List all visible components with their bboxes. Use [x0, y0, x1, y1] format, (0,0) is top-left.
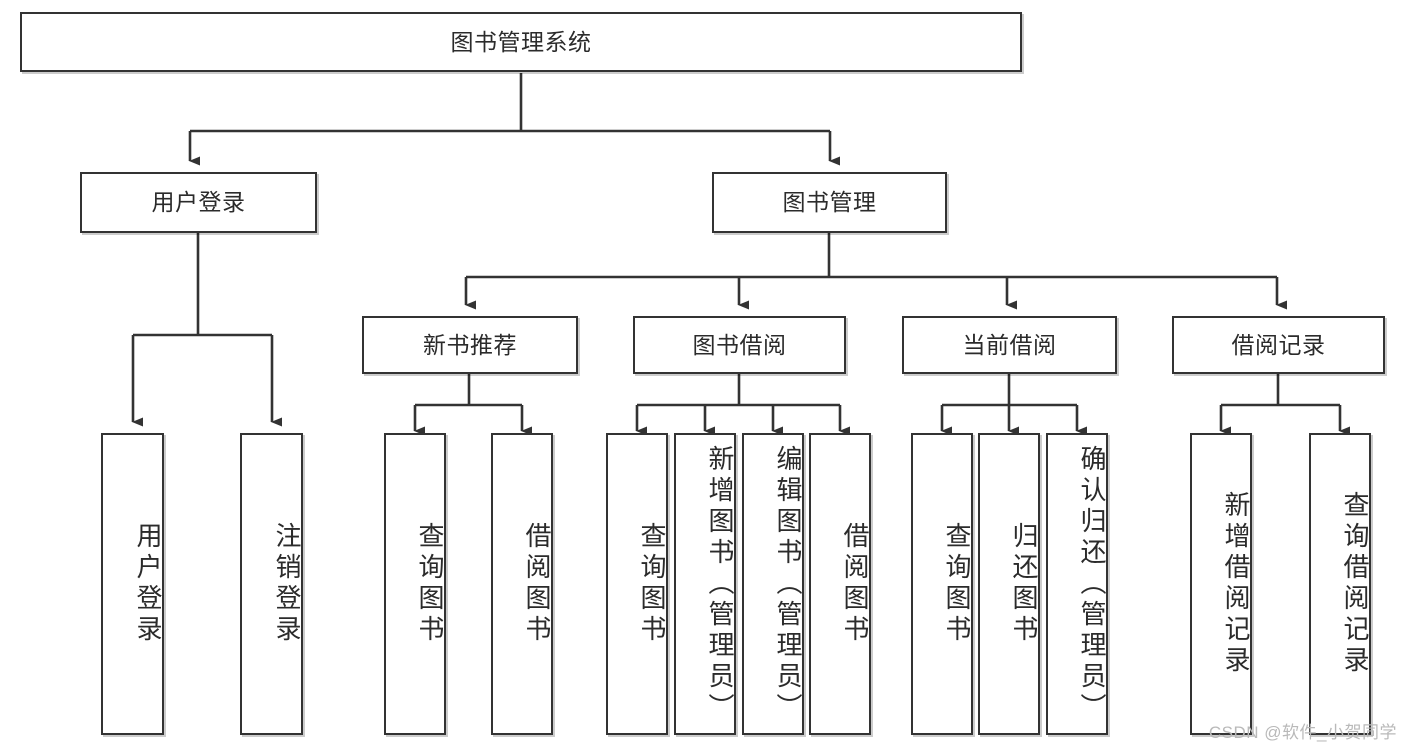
leaf-query-book-3-label: 查询图书	[942, 522, 972, 646]
leaf-return-book[interactable]: 归还图书	[978, 433, 1040, 735]
leaf-add-book[interactable]: 新增图书（管理员）	[674, 433, 736, 735]
leaf-edit-book[interactable]: 编辑图书（管理员）	[742, 433, 804, 735]
leaf-query-book-2-label: 查询图书	[637, 522, 667, 646]
node-book-manage[interactable]: 图书管理	[712, 172, 947, 233]
node-book-manage-label: 图书管理	[782, 189, 877, 216]
node-book-borrow[interactable]: 图书借阅	[633, 316, 846, 374]
leaf-query-record-label: 查询借阅记录	[1340, 491, 1370, 677]
leaf-confirm-return[interactable]: 确认归还（管理员）	[1046, 433, 1108, 735]
node-current-borrow-label: 当前借阅	[962, 331, 1057, 358]
leaf-user-login[interactable]: 用户登录	[101, 433, 164, 735]
leaf-return-book-label: 归还图书	[1009, 522, 1039, 646]
leaf-query-book-3[interactable]: 查询图书	[911, 433, 973, 735]
leaf-add-record-label: 新增借阅记录	[1221, 491, 1251, 677]
node-user-login[interactable]: 用户登录	[80, 172, 317, 233]
leaf-borrow-book-2-label: 借阅图书	[840, 522, 870, 646]
leaf-query-book-1-label: 查询图书	[415, 522, 445, 646]
node-root[interactable]: 图书管理系统	[20, 12, 1022, 72]
leaf-add-record[interactable]: 新增借阅记录	[1190, 433, 1252, 735]
leaf-user-login-label: 用户登录	[133, 522, 163, 646]
node-new-book-rec[interactable]: 新书推荐	[362, 316, 578, 374]
leaf-logout[interactable]: 注销登录	[240, 433, 303, 735]
node-user-login-label: 用户登录	[151, 189, 246, 216]
watermark: CSDN @软件_小贺同学	[1208, 723, 1397, 742]
leaf-logout-label: 注销登录	[272, 522, 302, 646]
leaf-confirm-return-label: 确认归还（管理员）	[1077, 445, 1107, 724]
node-current-borrow[interactable]: 当前借阅	[902, 316, 1117, 374]
node-borrow-record[interactable]: 借阅记录	[1172, 316, 1385, 374]
leaf-borrow-book-1-label: 借阅图书	[522, 522, 552, 646]
leaf-query-book-1[interactable]: 查询图书	[384, 433, 446, 735]
node-root-label: 图书管理系统	[450, 28, 592, 55]
leaf-edit-book-label: 编辑图书（管理员）	[773, 445, 803, 724]
node-book-borrow-label: 图书借阅	[692, 331, 787, 358]
node-new-book-rec-label: 新书推荐	[423, 331, 517, 358]
leaf-borrow-book-2[interactable]: 借阅图书	[809, 433, 871, 735]
leaf-query-record[interactable]: 查询借阅记录	[1309, 433, 1371, 735]
leaf-query-book-2[interactable]: 查询图书	[606, 433, 668, 735]
leaf-borrow-book-1[interactable]: 借阅图书	[491, 433, 553, 735]
leaf-add-book-label: 新增图书（管理员）	[705, 445, 735, 724]
node-borrow-record-label: 借阅记录	[1231, 331, 1326, 358]
